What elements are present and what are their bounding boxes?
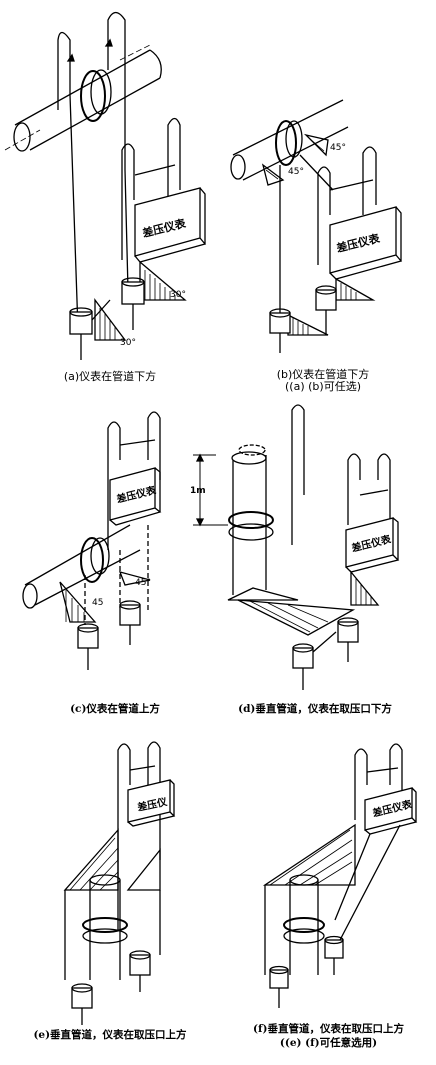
condenser-pot-right bbox=[324, 935, 344, 959]
orifice-flange bbox=[80, 537, 104, 583]
vertical-pipe bbox=[289, 880, 319, 975]
angle-label: 45° bbox=[135, 578, 151, 588]
orifice-flange bbox=[228, 511, 274, 529]
pipe bbox=[24, 524, 141, 606]
caption-e: (e)垂直管道，仪表在取压口上方 bbox=[33, 1029, 187, 1041]
condenser-pot-left bbox=[269, 965, 289, 989]
condenser-pot-right bbox=[119, 600, 141, 626]
dp-instrument-box bbox=[109, 467, 162, 526]
impulse-line-left bbox=[57, 31, 79, 331]
panel-c-drawing bbox=[22, 411, 162, 670]
dp-instrument-box bbox=[345, 517, 400, 573]
condenser-pot-right bbox=[121, 277, 145, 305]
caption-b-line1: (b)仪表在管道下方 bbox=[276, 368, 370, 381]
panel-c: 45 45° 差压仪表 bbox=[0, 400, 215, 700]
panel-d: 1m 差压仪表 bbox=[188, 400, 436, 700]
panel-a: 30° 30° 差压仪表 bbox=[0, 0, 215, 395]
panel-a-drawing bbox=[4, 11, 207, 360]
dimension-label: 1m bbox=[190, 486, 206, 496]
caption-f-line1: (f)垂直管道，仪表在取压口上方 bbox=[253, 1023, 404, 1035]
orifice-flange bbox=[80, 70, 106, 122]
panel-e-drawing bbox=[63, 741, 176, 1025]
caption-d: (d)垂直管道，仪表在取压口下方 bbox=[238, 703, 392, 715]
condenser-pot-left bbox=[71, 983, 93, 1009]
pipe-end bbox=[22, 583, 38, 609]
pipe-end bbox=[230, 154, 246, 180]
angle-label: 30° bbox=[120, 338, 136, 348]
impulse-line-right bbox=[107, 11, 129, 291]
pipe-end bbox=[13, 122, 31, 152]
caption-b-line2: ((a) (b)可任选) bbox=[285, 380, 361, 393]
angle-label: 30° bbox=[170, 290, 186, 300]
condenser-pot-right bbox=[315, 285, 337, 311]
caption-f-line2: ((e) (f)可任意选用) bbox=[279, 1037, 378, 1049]
orifice-flange bbox=[275, 120, 297, 166]
dp-instrument-box bbox=[329, 206, 403, 280]
panel-f: 差压仪表 bbox=[240, 730, 436, 1020]
dp-instrument-box bbox=[127, 779, 176, 827]
condenser-pot-left bbox=[69, 307, 93, 335]
orifice-flange bbox=[82, 917, 128, 933]
condenser-pot-left bbox=[269, 308, 291, 334]
condenser-pot-right bbox=[337, 617, 359, 643]
panel-e: 差压仪 bbox=[40, 730, 220, 1030]
angle-label: 45 bbox=[92, 598, 104, 608]
panel-f-drawing bbox=[262, 743, 418, 1008]
caption-c: (c)仪表在管道上方 bbox=[70, 703, 160, 715]
pipe bbox=[14, 49, 161, 151]
condenser-pot-left bbox=[77, 623, 99, 649]
condenser-pot-right bbox=[129, 950, 151, 976]
angle-label: 45° bbox=[288, 167, 304, 177]
panel-b-drawing bbox=[230, 99, 403, 353]
panel-b: 45° 45° 差压仪表 bbox=[218, 95, 433, 395]
dp-instrument-box bbox=[364, 787, 418, 835]
panel-d-drawing bbox=[193, 404, 400, 690]
caption-a: (a)仪表在管道下方 bbox=[63, 370, 157, 383]
angle-label: 45° bbox=[330, 143, 346, 153]
dimension-line bbox=[193, 454, 228, 526]
condenser-pot-left bbox=[292, 643, 314, 669]
orifice-flange bbox=[283, 917, 325, 933]
dp-instrument-box bbox=[134, 187, 207, 263]
